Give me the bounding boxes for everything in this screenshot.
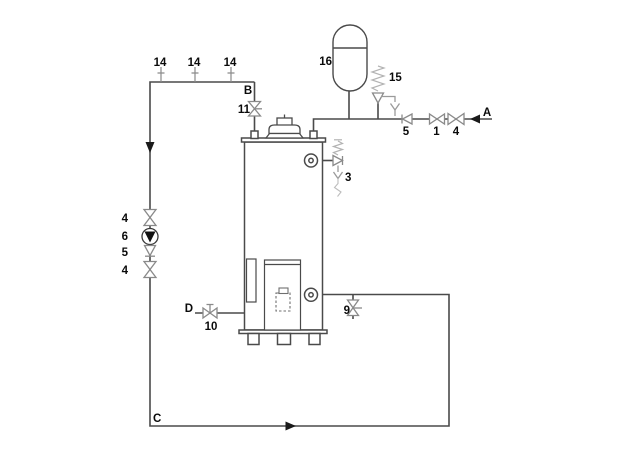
inlet-nipple xyxy=(309,130,318,140)
labels: 14 14 14 B 11 16 15 5 1 4 A 3 4 6 5 4 D … xyxy=(122,56,492,425)
safety-valve-15-icon xyxy=(370,65,401,116)
check-valve-5-left-icon xyxy=(143,244,157,257)
support-tick-icon xyxy=(157,67,165,82)
label-point-d: D xyxy=(185,303,193,315)
label-valve-15: 15 xyxy=(389,72,402,84)
support-tick-icon xyxy=(191,67,199,82)
recirculation-loop-pipe xyxy=(149,81,450,427)
flow-arrow-inlet-icon xyxy=(470,114,480,124)
heater-foot xyxy=(308,332,321,346)
heater-foot xyxy=(247,332,260,346)
flow-arrow-right-icon xyxy=(285,421,296,431)
pump-6-icon xyxy=(141,227,159,246)
gas-control-knob xyxy=(278,287,289,295)
label-point-a: A xyxy=(483,107,491,119)
label-support-14: 14 xyxy=(224,57,237,69)
pipe-support-ticks xyxy=(157,67,235,82)
label-check-5: 5 xyxy=(403,126,410,138)
valve-4-bottom-icon xyxy=(142,260,158,279)
expansion-vessel xyxy=(332,24,368,92)
label-valve-3: 3 xyxy=(345,172,351,184)
outlet-nipple xyxy=(250,130,259,140)
combustion-chamber xyxy=(263,259,302,331)
label-check-5-left: 5 xyxy=(122,247,129,259)
flue-cap-icon xyxy=(264,114,305,139)
label-pump-6: 6 xyxy=(122,231,128,243)
label-valve-1: 1 xyxy=(433,126,440,138)
label-point-b: B xyxy=(244,85,252,97)
tp-valve-3-icon xyxy=(331,139,345,197)
check-valve-5-icon xyxy=(401,112,413,126)
label-point-c: C xyxy=(153,413,161,425)
water-heater xyxy=(238,114,328,346)
tp-port-icon xyxy=(303,153,319,168)
heater-foot xyxy=(276,332,292,346)
label-valve-4-bottom: 4 xyxy=(122,265,129,277)
valve-4-inlet-icon xyxy=(447,112,465,126)
label-valve-9: 9 xyxy=(344,305,350,317)
drain-valve-9-icon xyxy=(346,299,362,317)
valve-1-icon xyxy=(428,112,446,126)
support-tick-icon xyxy=(227,67,235,82)
valve-4-top-icon xyxy=(142,208,158,227)
label-valve-4-inlet: 4 xyxy=(453,126,460,138)
label-vessel-16: 16 xyxy=(319,56,332,68)
label-support-14: 14 xyxy=(188,57,201,69)
label-valve-4-top: 4 xyxy=(122,213,129,225)
label-valve-10: 10 xyxy=(205,321,218,333)
valve-11-icon xyxy=(247,100,262,117)
access-panel xyxy=(245,258,257,303)
gas-valve-10-icon xyxy=(202,303,218,320)
label-valve-11: 11 xyxy=(238,104,251,116)
return-port-icon xyxy=(303,287,319,303)
label-support-14: 14 xyxy=(154,57,167,69)
flow-arrows xyxy=(145,114,480,431)
valve-glyphs xyxy=(141,65,465,320)
flow-arrow-down-icon xyxy=(145,142,155,153)
